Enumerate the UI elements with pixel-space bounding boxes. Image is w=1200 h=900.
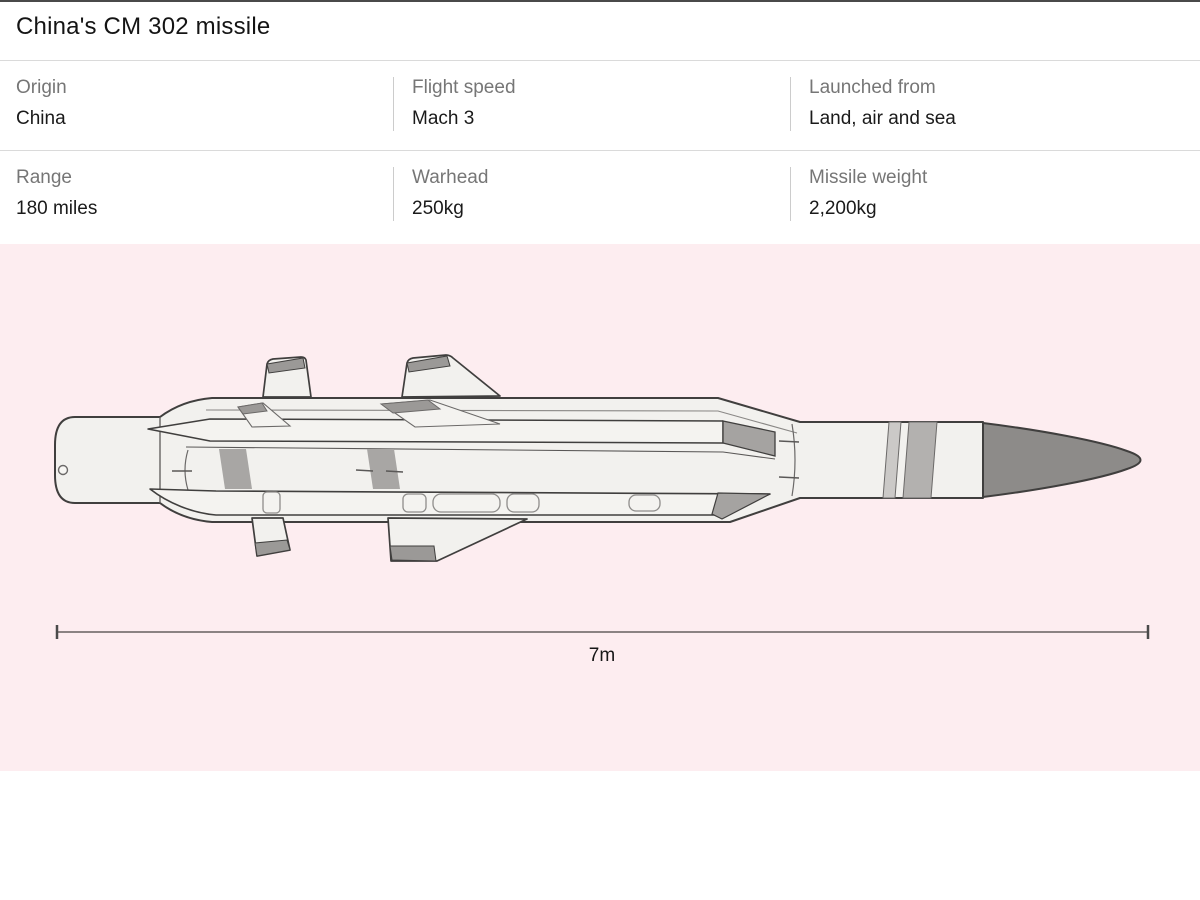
header: China's CM 302 missile: [0, 2, 1200, 60]
scale-label: 7m: [589, 645, 615, 666]
spec-label: Missile weight: [809, 167, 928, 188]
spec-value: Land, air and sea: [809, 108, 956, 130]
spec-value: Mach 3: [412, 108, 475, 130]
title-divider: [0, 60, 1200, 61]
spec-value: 2,200kg: [809, 198, 877, 220]
spec-label: Range: [16, 167, 72, 188]
spec-label: Origin: [16, 77, 67, 98]
strake-end-face: [722, 420, 776, 457]
spec-cell-missile-weight: Missile weight 2,200kg: [790, 151, 1200, 244]
upper-strake: [147, 418, 776, 460]
forward-section: [778, 421, 1142, 499]
far-side-wings: [237, 399, 501, 428]
spec-label: Warhead: [412, 167, 489, 188]
spec-cell-origin: Origin China: [0, 61, 393, 150]
scale-bar: 7m: [55, 625, 1150, 666]
spec-cell-flight-speed: Flight speed Mach 3: [393, 61, 790, 150]
spec-value: 180 miles: [16, 198, 98, 220]
bottom-fins: [251, 517, 528, 562]
spec-row-2: Range 180 miles Warhead 250kg Missile we…: [0, 151, 1200, 244]
spec-cell-range: Range 180 miles: [0, 151, 393, 244]
spec-label: Launched from: [809, 77, 936, 98]
spec-cell-warhead: Warhead 250kg: [393, 151, 790, 244]
tail-detail-circle: [57, 464, 69, 476]
missile-illustration-panel: 7m: [0, 244, 1200, 771]
nose-cone: [982, 422, 1142, 498]
missile-drawing: 7m: [54, 354, 1150, 666]
strake-end-face: [711, 492, 771, 520]
spec-label: Flight speed: [412, 77, 516, 98]
page-title: China's CM 302 missile: [16, 13, 271, 40]
lower-strake: [149, 488, 771, 520]
spec-cell-launched-from: Launched from Land, air and sea: [790, 61, 1200, 150]
spec-row-1: Origin China Flight speed Mach 3 Launche…: [0, 61, 1200, 150]
top-fins: [262, 354, 501, 398]
row-divider: [0, 150, 1200, 151]
spec-value: China: [16, 108, 66, 130]
top-rule: [0, 0, 1200, 2]
fuselage-bands: [172, 449, 404, 491]
spec-value: 250kg: [412, 198, 464, 220]
access-panels: [262, 491, 661, 514]
